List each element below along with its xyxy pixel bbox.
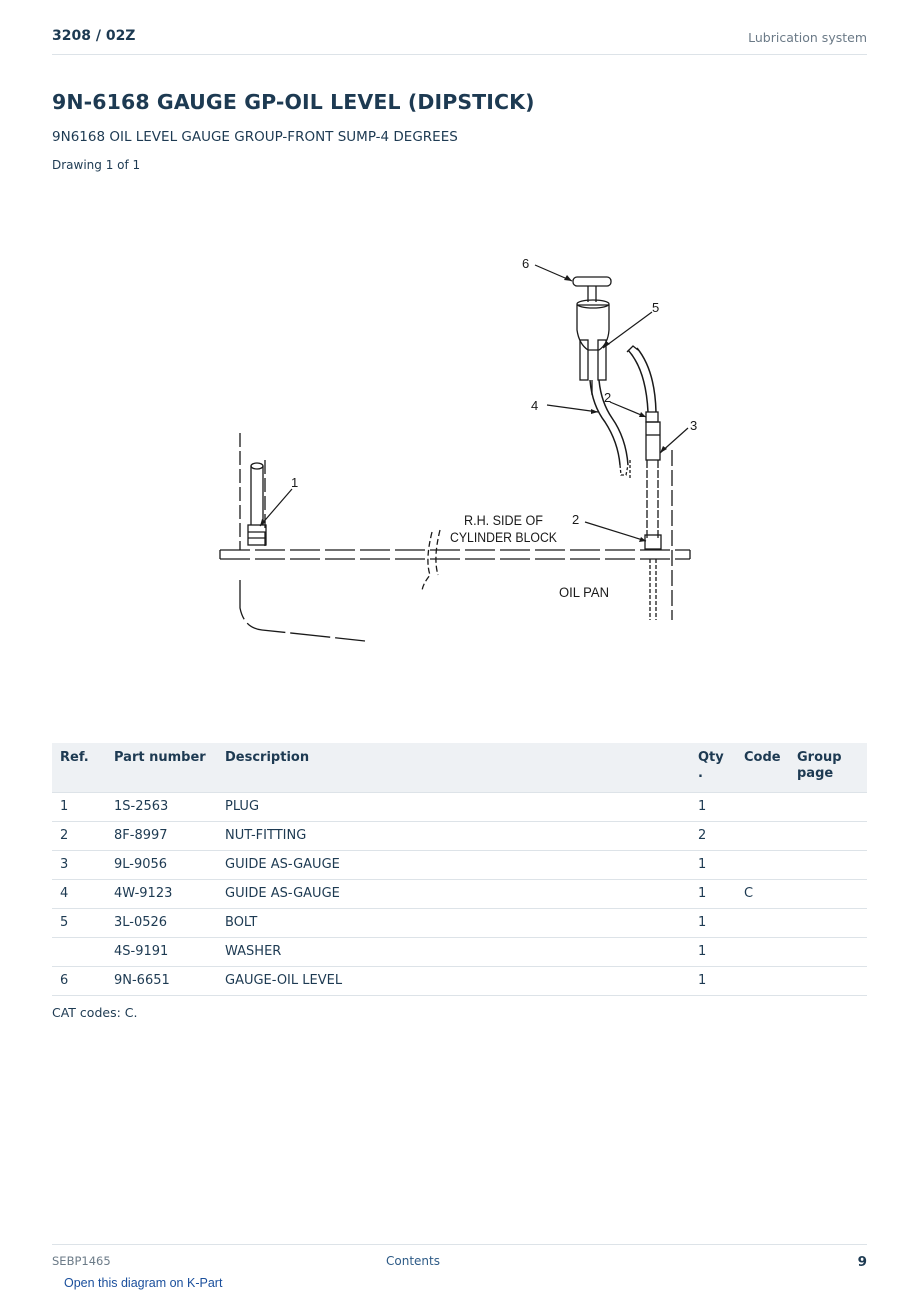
label-oil-pan: OIL PAN <box>559 585 609 600</box>
cell-code <box>736 850 789 880</box>
header-qty: Qty. <box>690 743 736 793</box>
cell-code <box>736 821 789 851</box>
cell-qty: 1 <box>690 850 736 880</box>
guide-part-3 <box>626 345 673 620</box>
table-row: 1 1S-2563 PLUG 1 <box>52 792 867 822</box>
table-row: 4 4W-9123 GUIDE AS-GAUGE 1 C <box>52 879 867 909</box>
table-row: 3 9L-9056 GUIDE AS-GAUGE 1 <box>52 850 867 880</box>
cell-code <box>736 966 789 996</box>
cell-ref: 6 <box>52 966 106 996</box>
cell-qty: 2 <box>690 821 736 851</box>
header-group-line1: Group <box>797 750 842 765</box>
cell-ref <box>52 937 106 967</box>
callout-3: 3 <box>690 418 697 433</box>
document-id: SEBP1465 <box>52 1254 111 1268</box>
cell-qty: 1 <box>690 966 736 996</box>
cell-group-page <box>789 850 867 880</box>
cell-part-number: 3L-0526 <box>106 908 217 938</box>
page-header: 3208 / 02Z Lubrication system <box>52 28 867 55</box>
cell-qty: 1 <box>690 792 736 822</box>
cell-group-page <box>789 937 867 967</box>
table-row: 5 3L-0526 BOLT 1 <box>52 908 867 938</box>
cell-part-number: 9L-9056 <box>106 850 217 880</box>
cell-ref: 1 <box>52 792 106 822</box>
cell-part-number: 1S-2563 <box>106 792 217 822</box>
header-group-line2: page <box>797 766 834 781</box>
guide-tube-part-4 <box>589 379 621 466</box>
cell-part-number: 8F-8997 <box>106 821 217 851</box>
cell-code <box>736 792 789 822</box>
cell-qty: 1 <box>690 937 736 967</box>
callout-5: 5 <box>652 300 659 315</box>
cell-ref: 2 <box>52 821 106 851</box>
cell-part-number: 4S-9191 <box>106 937 217 967</box>
cell-group-page <box>789 821 867 851</box>
callout-6: 6 <box>522 256 529 271</box>
cell-part-number: 9N-6651 <box>106 966 217 996</box>
cat-codes-note: CAT codes: C. <box>52 1005 138 1020</box>
label-side-line2: CYLINDER BLOCK <box>450 530 557 545</box>
cell-code <box>736 937 789 967</box>
drawing-count: Drawing 1 of 1 <box>52 158 141 172</box>
cell-description: GAUGE-OIL LEVEL <box>217 966 690 996</box>
header-part-number: Part number <box>106 743 217 793</box>
oil-pan-contour <box>239 580 366 642</box>
table-row: 2 8F-8997 NUT-FITTING 2 <box>52 821 867 851</box>
parts-table: Ref. Part number Description Qty. Code G… <box>52 743 867 996</box>
cell-description: BOLT <box>217 908 690 938</box>
cell-description: PLUG <box>217 792 690 822</box>
plug-part-1 <box>247 462 267 546</box>
open-kpart-link[interactable]: Open this diagram on K-Part <box>64 1276 223 1290</box>
cell-ref: 5 <box>52 908 106 938</box>
header-description: Description <box>217 743 690 793</box>
callout-4: 4 <box>531 398 538 413</box>
section-name: Lubrication system <box>748 30 867 45</box>
page-title: 9N-6168 GAUGE GP-OIL LEVEL (DIPSTICK) <box>52 90 535 114</box>
cell-ref: 4 <box>52 879 106 909</box>
callout-2-upper: 2 <box>604 390 611 405</box>
cell-description: GUIDE AS-GAUGE <box>217 879 690 909</box>
parts-diagram-drawing: 6 5 4 2 3 1 2 R.H. SIDE OF CYLINDER BLOC… <box>219 256 697 642</box>
header-ref: Ref. <box>52 743 106 793</box>
cell-description: WASHER <box>217 937 690 967</box>
cell-code <box>736 908 789 938</box>
cell-group-page <box>789 792 867 822</box>
header-code: Code <box>736 743 789 793</box>
cell-part-number: 4W-9123 <box>106 879 217 909</box>
parts-table-header: Ref. Part number Description Qty. Code G… <box>52 743 867 793</box>
page-number: 9 <box>857 1254 867 1270</box>
header-qty-line2: . <box>698 766 703 781</box>
cell-ref: 3 <box>52 850 106 880</box>
model-code: 3208 / 02Z <box>52 28 136 44</box>
cell-group-page <box>789 879 867 909</box>
cell-code: C <box>736 879 789 909</box>
cell-qty: 1 <box>690 908 736 938</box>
cell-qty: 1 <box>690 879 736 909</box>
contents-link[interactable]: Contents <box>386 1254 440 1268</box>
cell-group-page <box>789 908 867 938</box>
page-footer: SEBP1465 Contents 9 <box>52 1244 867 1275</box>
cell-description: NUT-FITTING <box>217 821 690 851</box>
header-qty-line1: Qty <box>698 750 724 765</box>
callout-1: 1 <box>291 475 298 490</box>
table-row: 4S-9191 WASHER 1 <box>52 937 867 967</box>
cell-description: GUIDE AS-GAUGE <box>217 850 690 880</box>
bolt-part-5 <box>576 299 610 381</box>
page-subtitle: 9N6168 OIL LEVEL GAUGE GROUP-FRONT SUMP-… <box>52 129 458 145</box>
label-side-line1: R.H. SIDE OF <box>464 513 543 528</box>
table-row: 6 9N-6651 GAUGE-OIL LEVEL 1 <box>52 966 867 996</box>
cell-group-page <box>789 966 867 996</box>
parts-diagram: 6 5 4 2 3 1 2 R.H. SIDE OF CYLINDER BLOC… <box>200 180 720 710</box>
callout-2-lower: 2 <box>572 512 579 527</box>
